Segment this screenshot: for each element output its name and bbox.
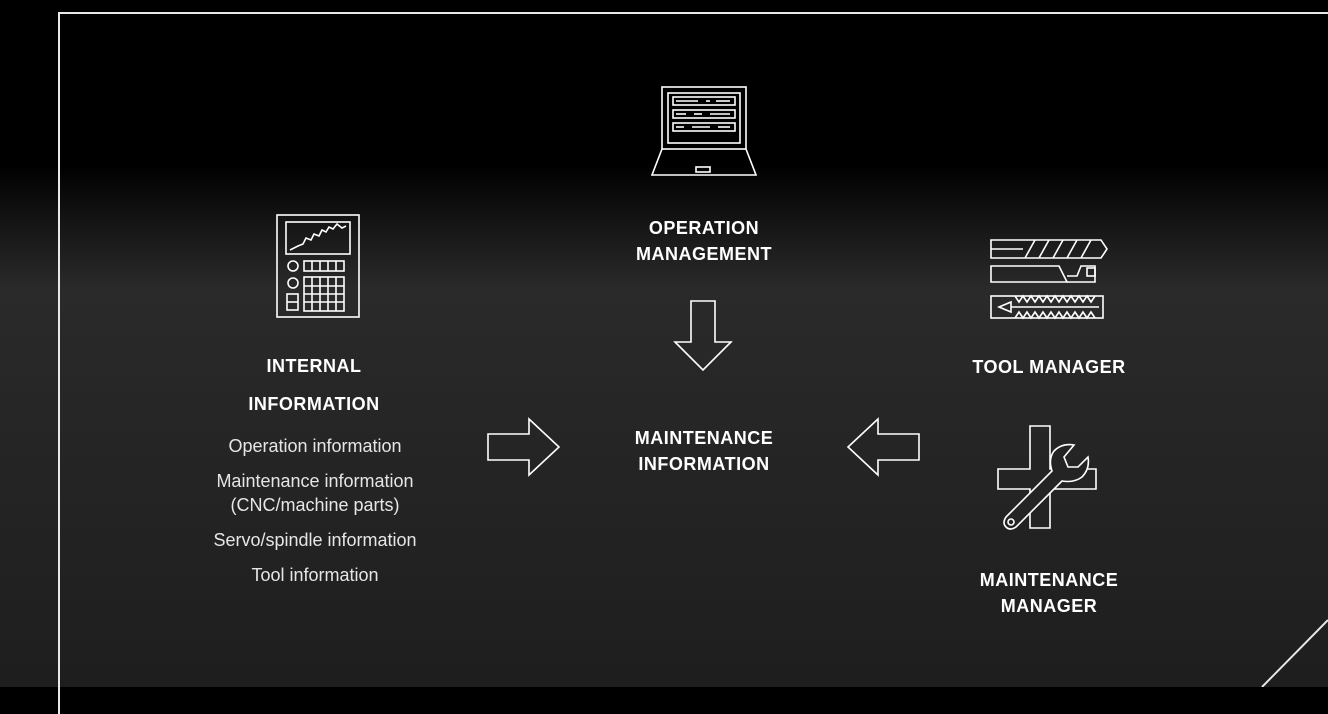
arrow-down-icon <box>673 300 733 372</box>
diagram-frame <box>58 12 1328 714</box>
cnc-panel-icon <box>276 214 360 318</box>
internal-information-label: INTERNAL INFORMATION <box>248 356 380 414</box>
wrench-cross-icon <box>997 425 1097 530</box>
arrow-right-icon <box>487 417 561 477</box>
list-item: Maintenance information <box>216 471 414 491</box>
list-item: Operation information <box>228 436 402 456</box>
maintenance-information-label: MAINTENANCE INFORMATION <box>634 428 774 474</box>
list-item: Servo/spindle information <box>213 530 417 550</box>
arrow-left-icon <box>846 417 920 477</box>
laptop-icon <box>650 86 758 176</box>
operation-management-label: OPERATION MANAGEMENT <box>636 218 772 264</box>
list-item: (CNC/machine parts) <box>230 495 400 515</box>
list-item: Tool information <box>251 565 379 585</box>
tool-manager-label: TOOL MANAGER <box>972 357 1126 377</box>
corner-line <box>1261 619 1328 687</box>
tools-icon <box>990 239 1108 320</box>
maintenance-manager-label: MAINTENANCE MANAGER <box>979 570 1119 616</box>
internal-information-list: Operation information Maintenance inform… <box>172 434 458 598</box>
